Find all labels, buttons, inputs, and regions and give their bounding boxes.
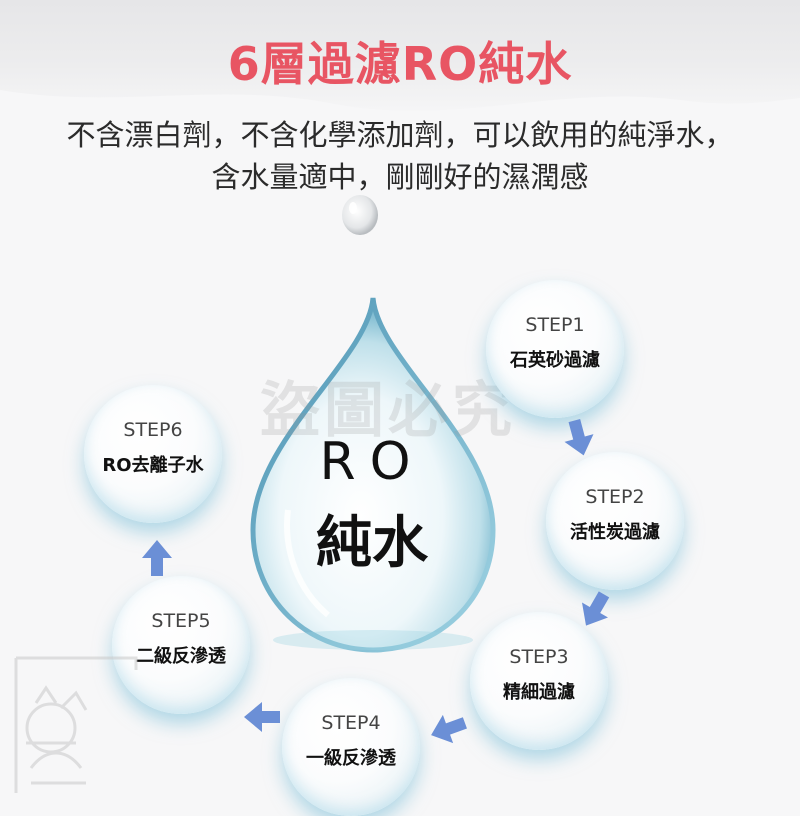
step-3-name: 精細過濾 — [503, 682, 575, 703]
step-1-number: STEP1 — [525, 314, 585, 336]
center-label-pure-water: 純水 — [316, 511, 428, 576]
tiger-stamp-logo — [14, 656, 138, 793]
center-label-ro: RO — [319, 432, 425, 492]
step-4-name: 一級反滲透 — [306, 748, 396, 769]
step-4-number: STEP4 — [321, 712, 381, 734]
arrow-step2-to-step3-icon — [582, 591, 610, 626]
arrow-step3-to-step4-icon — [431, 714, 467, 744]
step-6-name: RO去離子水 — [102, 455, 204, 476]
step-1-name: 石英砂過濾 — [510, 350, 600, 371]
step-2-bubble: STEP2 活性炭過濾 — [546, 452, 684, 590]
small-water-drop-icon — [342, 195, 378, 235]
page-title: 6層過濾RO純水 — [227, 37, 573, 91]
top-wave-decoration — [0, 90, 800, 130]
watermark-text: 盜圖必究 — [260, 376, 516, 446]
step-5-bubble: STEP5 二級反滲透 — [112, 576, 250, 714]
step-6-number: STEP6 — [123, 419, 183, 441]
step-5-number: STEP5 — [151, 610, 211, 632]
step-2-name: 活性炭過濾 — [570, 522, 660, 543]
arrow-step1-to-step2-icon — [564, 419, 594, 456]
subtitle-line-1: 不含漂白劑，不含化學添加劑，可以飲用的純淨水， — [66, 118, 734, 152]
large-water-drop-icon — [250, 297, 496, 653]
step-3-bubble: STEP3 精細過濾 — [470, 612, 608, 750]
step-1-bubble: STEP1 石英砂過濾 — [486, 280, 624, 418]
step-3-number: STEP3 — [509, 646, 569, 668]
arrow-step4-to-step5-icon — [244, 702, 280, 732]
arrow-step5-to-step6-icon — [142, 540, 172, 576]
step-6-bubble: STEP6 RO去離子水 — [84, 385, 222, 523]
step-4-bubble: STEP4 一級反滲透 — [282, 678, 420, 816]
step-5-name: 二級反滲透 — [136, 646, 226, 667]
subtitle-line-2: 含水量適中，剛剛好的濕潤感 — [211, 160, 589, 194]
step-2-number: STEP2 — [585, 486, 645, 508]
